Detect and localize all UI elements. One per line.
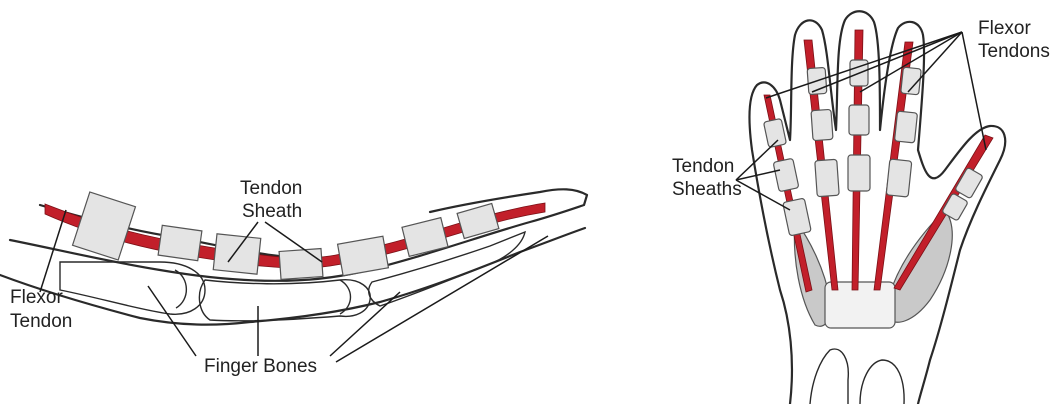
label-finger-bones: Finger Bones	[204, 356, 317, 377]
label-flexor-tendons-line1: Flexor	[978, 18, 1031, 39]
leader-flexor-tendons-2	[812, 32, 962, 92]
finger-side-view: Tendon Sheath Flexor Tendon Finger Bones	[0, 178, 587, 377]
label-tendon-sheath-line1: Tendon	[240, 178, 302, 199]
leader-tendon-sheaths-2	[736, 170, 780, 180]
label-flexor-tendon-line2: Tendon	[10, 311, 72, 332]
palm-tendon-sheaths	[763, 60, 983, 236]
label-flexor-tendons-line2: Tendons	[978, 41, 1050, 62]
label-tendon-sheaths-line1: Tendon	[672, 156, 734, 177]
label-tendon-sheaths-line2: Sheaths	[672, 179, 742, 200]
middle-bone	[199, 280, 370, 321]
label-flexor-tendon-line1: Flexor	[10, 287, 63, 308]
label-tendon-sheath-line2: Sheath	[242, 201, 302, 222]
joint-curve-1	[175, 270, 186, 308]
proximal-bone	[60, 262, 205, 314]
wrist-bones	[810, 349, 904, 404]
hand-palm-view: Flexor Tendons Tendon Sheaths	[672, 11, 1050, 404]
leader-finger-bones-3	[330, 292, 400, 356]
